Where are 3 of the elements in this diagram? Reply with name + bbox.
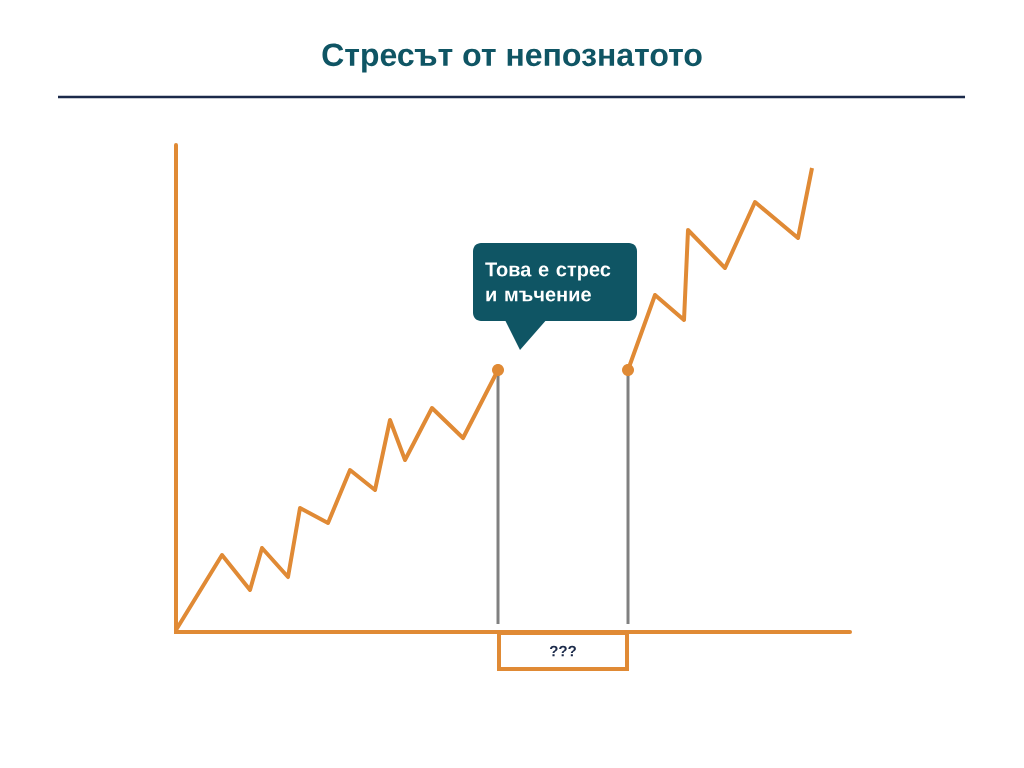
question-box: ???: [497, 631, 629, 671]
title: Стресът от непознатото: [322, 43, 702, 73]
speech-bubble: Това е стрес и мъчение: [473, 243, 637, 350]
